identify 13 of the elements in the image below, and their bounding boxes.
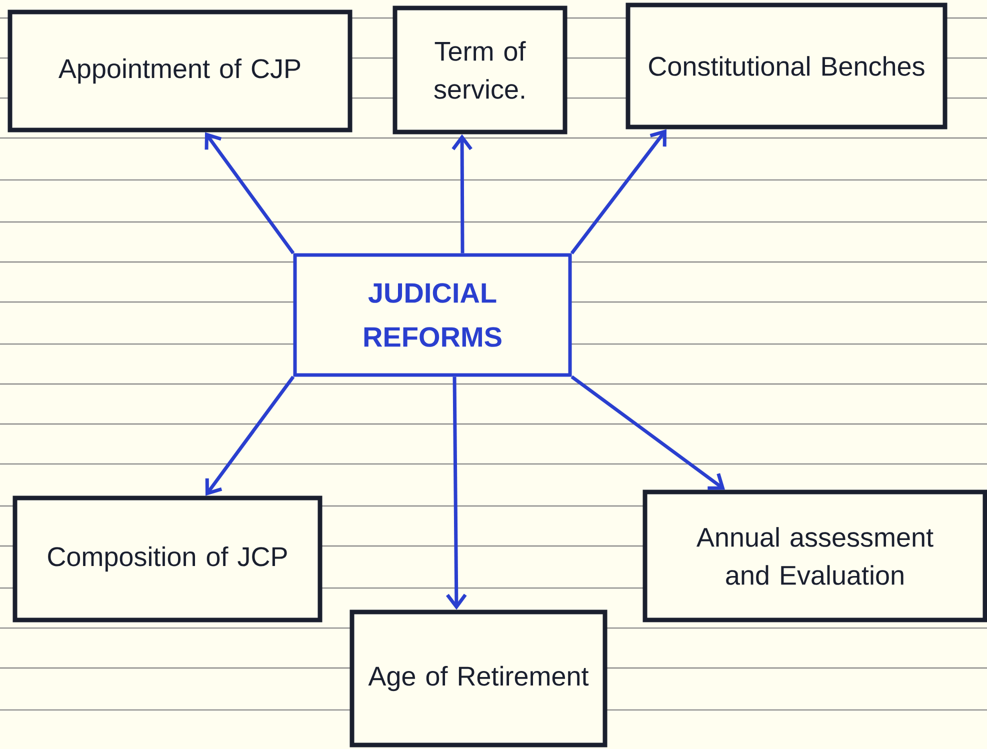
subtopic-box: Constitutional Benches	[626, 2, 948, 130]
subtopic-box: Appointment of CJP	[8, 10, 352, 132]
subtopic-box: Annual assessment and Evaluation	[642, 490, 987, 622]
arrow	[570, 129, 667, 254]
subtopic-box: Composition of JCP	[12, 496, 322, 622]
subtopic-box: Term of service.	[392, 6, 568, 134]
arrow	[452, 134, 472, 254]
arrow	[570, 375, 726, 490]
arrow	[204, 132, 295, 254]
arrow	[446, 376, 467, 610]
subtopic-box: Age of Retirement	[350, 610, 608, 748]
arrow	[205, 376, 295, 496]
topic-box: JUDICIAL REFORMS	[293, 253, 572, 377]
